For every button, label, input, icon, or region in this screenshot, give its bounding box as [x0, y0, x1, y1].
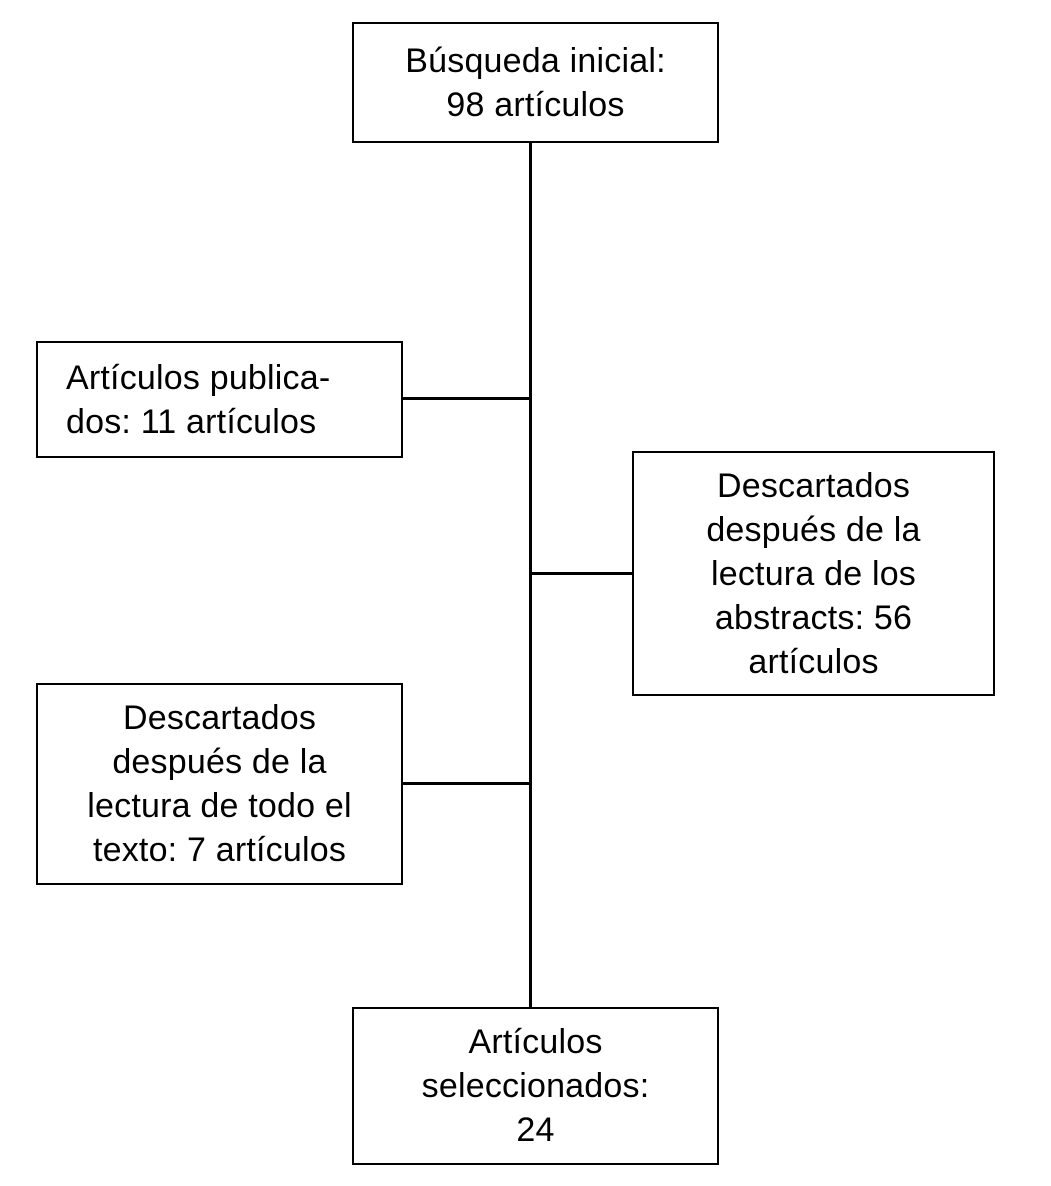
- node-text-line: abstracts: 56: [714, 598, 913, 637]
- connector-published-branch: [403, 397, 532, 400]
- connector-fulltext-branch: [403, 782, 532, 785]
- node-text-line: 24: [516, 1111, 555, 1149]
- node-initial-search: Búsqueda inicial: 98 artículos: [352, 22, 719, 143]
- connector-vertical-spine: [529, 143, 532, 1007]
- node-text-line: después de la: [112, 743, 327, 781]
- node-text-line: Descartados: [122, 699, 317, 737]
- node-text-line: artículos: [748, 642, 879, 681]
- node-text-line: Descartados: [716, 466, 911, 505]
- node-discarded-after-abstracts: Descartados después de la lectura de los…: [632, 451, 995, 696]
- node-text-line: Artículos: [468, 1023, 603, 1061]
- node-text-line: lectura de los: [710, 554, 917, 593]
- node-text-line: seleccionados:: [421, 1067, 650, 1105]
- node-text-line: dos: 11 artículos: [66, 402, 317, 441]
- node-text-line: Artículos publica-: [66, 358, 331, 397]
- node-text-line: Búsqueda inicial:: [405, 41, 666, 80]
- node-published-articles: Artículos publica- dos: 11 artículos: [36, 341, 403, 458]
- connector-abstracts-branch: [529, 572, 632, 575]
- node-text-line: después de la: [706, 510, 921, 549]
- node-text-line: texto: 7 artículos: [92, 831, 347, 869]
- node-text-line: lectura de todo el: [87, 787, 352, 825]
- node-discarded-after-fulltext: Descartados después de la lectura de tod…: [36, 683, 403, 885]
- node-selected-articles: Artículos seleccionados: 24: [352, 1007, 719, 1165]
- node-text-line: 98 artículos: [446, 85, 625, 124]
